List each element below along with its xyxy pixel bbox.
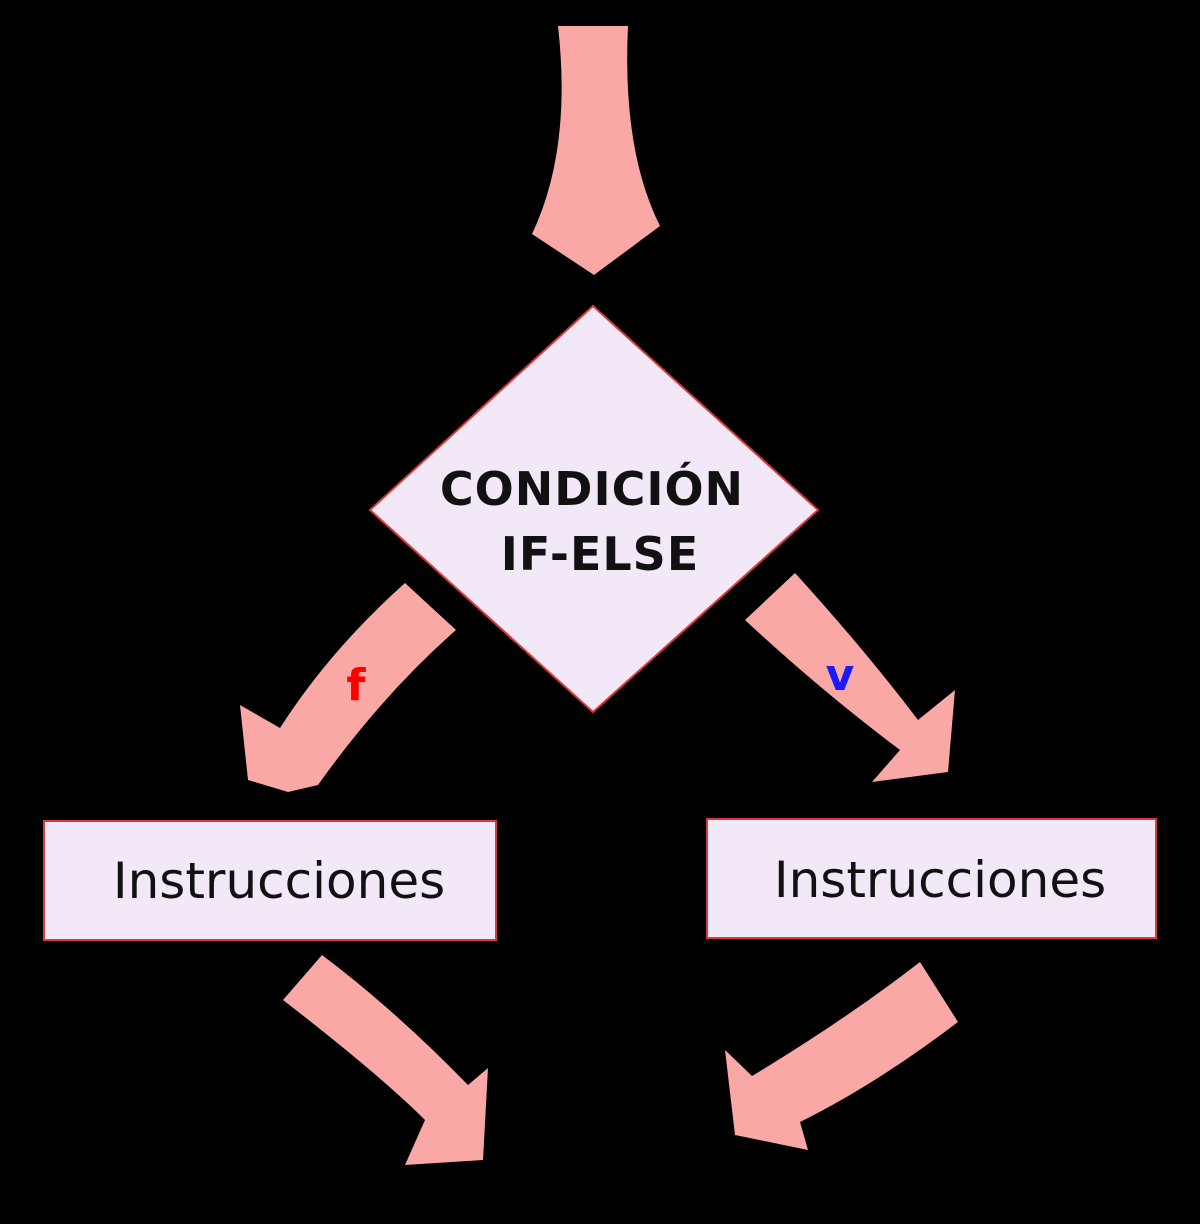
condition-line-1: CONDICIÓN xyxy=(440,462,744,516)
right-instructions-box xyxy=(706,818,1157,939)
arrow-in xyxy=(532,26,660,275)
left-instructions-box xyxy=(43,820,497,941)
arrow-true xyxy=(745,573,955,782)
left-instructions-label: Instrucciones xyxy=(113,852,445,910)
arrow-out-right xyxy=(725,962,958,1150)
arrow-false xyxy=(240,583,456,792)
true-branch-label: v xyxy=(826,650,855,701)
false-branch-label: f xyxy=(346,660,366,711)
condition-line-2: IF-ELSE xyxy=(501,527,700,581)
arrow-out-left xyxy=(283,955,488,1165)
decision-diamond xyxy=(368,304,820,714)
right-instructions-label: Instrucciones xyxy=(774,851,1106,909)
